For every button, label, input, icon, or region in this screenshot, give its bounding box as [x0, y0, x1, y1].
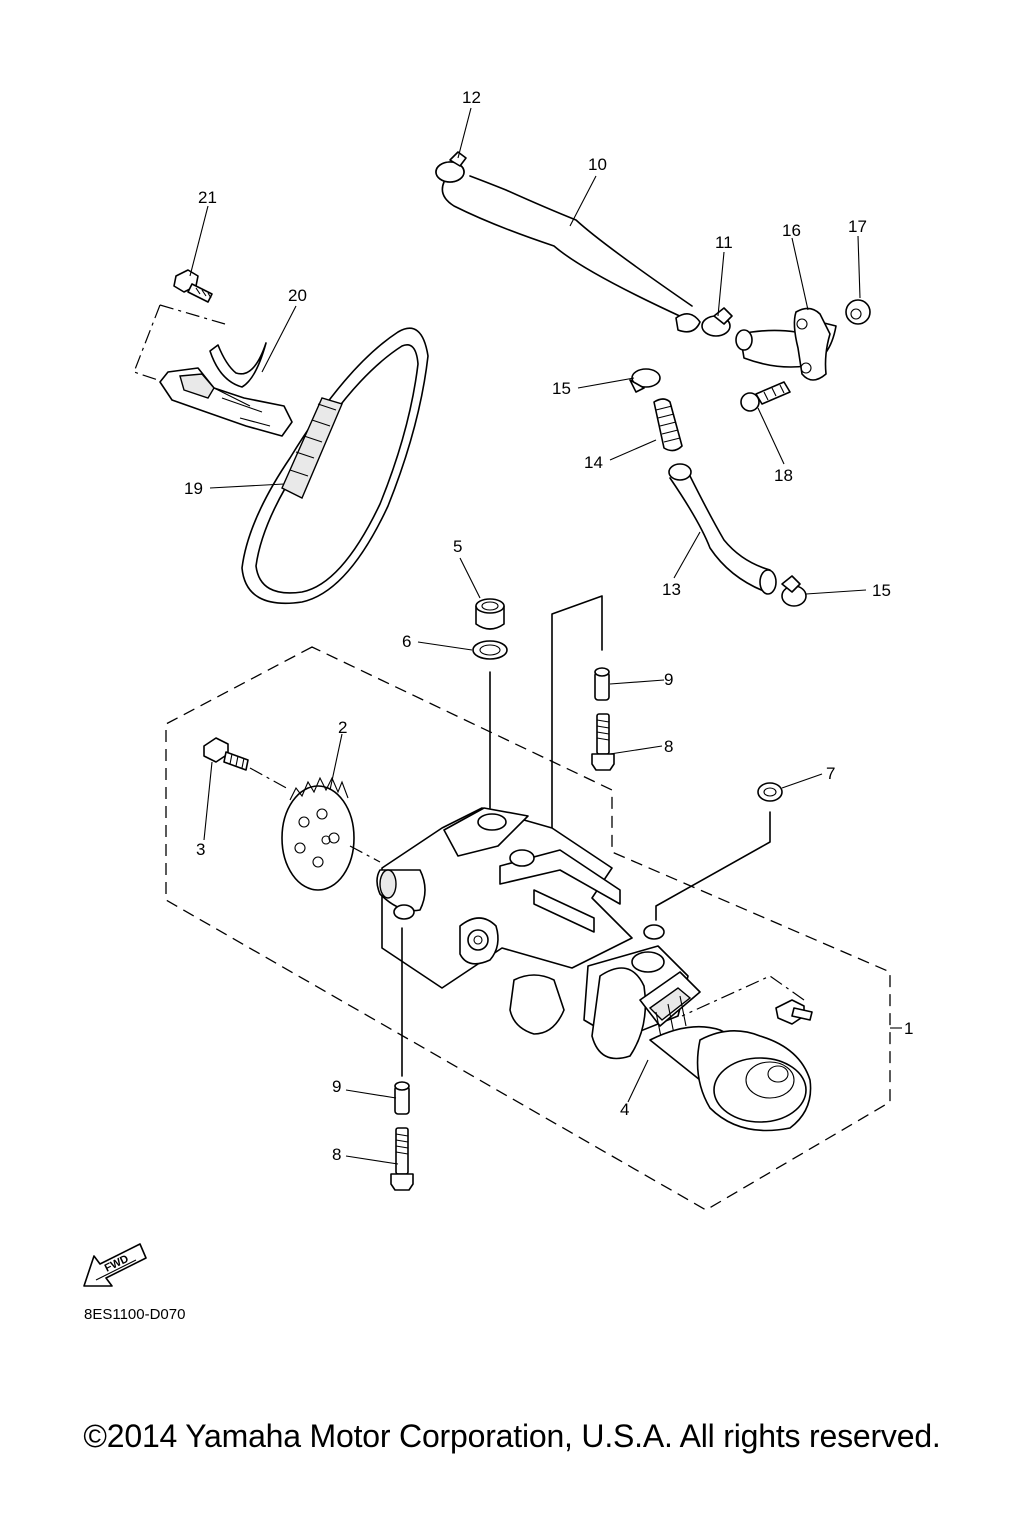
hose-clamp-15-upper: [629, 368, 661, 393]
callout-18: 18: [774, 466, 793, 485]
callout-6: 6: [402, 632, 411, 651]
hose-clamp-15-lower: [781, 575, 807, 607]
bushing-5: [475, 598, 505, 630]
callout-7: 7: [826, 764, 835, 783]
oil-strainer: [649, 1025, 812, 1132]
callout-9b: 9: [332, 1077, 341, 1096]
gasket-17: [845, 299, 871, 325]
callout-17: 17: [848, 217, 867, 236]
chain-guide: [159, 342, 293, 437]
chain-guide-bolt-21: [173, 269, 213, 303]
callout-8b: 8: [332, 1145, 341, 1164]
hose-clamp-12: [435, 151, 467, 183]
callout-19: 19: [184, 479, 203, 498]
oil-hose-upper: [435, 161, 701, 333]
oil-union-pipe-16: [735, 307, 837, 381]
oil-pump-assembly: [376, 807, 701, 1060]
callout-16: 16: [782, 221, 801, 240]
callout-1: 1: [904, 1019, 913, 1038]
callout-8a: 8: [664, 737, 673, 756]
callout-5: 5: [453, 537, 462, 556]
callout-11: 11: [715, 233, 733, 252]
union-bolt-18: [740, 381, 791, 412]
dowel-pin-9-upper: [594, 667, 610, 701]
oil-hose-lower-13: [668, 463, 777, 595]
copyright-notice: ©2014 Yamaha Motor Corporation, U.S.A. A…: [83, 1418, 941, 1454]
spring-14: [653, 398, 683, 452]
callout-15a: 15: [552, 379, 571, 398]
oil-pump-drive-sprocket: [281, 776, 355, 891]
callout-4: 4: [620, 1100, 629, 1119]
oil-pump-drive-chain: [241, 327, 429, 604]
callout-21: 21: [198, 188, 217, 207]
callout-12: 12: [462, 88, 481, 107]
callout-14: 14: [584, 453, 603, 472]
o-ring-7: [757, 782, 783, 802]
leader-lines: [189, 107, 867, 1165]
o-ring-6: [472, 640, 508, 660]
strainer-bolt: [775, 999, 813, 1025]
callout-2: 2: [338, 718, 347, 737]
callout-15b: 15: [872, 581, 891, 600]
sprocket-bolt-3: [203, 737, 249, 771]
forward-direction-arrow-icon: FWD: [83, 1243, 147, 1287]
callout-3: 3: [196, 840, 205, 859]
hose-clamp-11: [701, 307, 733, 337]
dowel-pin-9-lower: [394, 1081, 410, 1115]
callout-20: 20: [288, 286, 307, 305]
bolt-8-lower: [390, 1127, 414, 1191]
drawing-code: 8ES1100-D070: [84, 1306, 186, 1323]
callout-10: 10: [588, 155, 607, 174]
callout-13: 13: [662, 580, 681, 599]
callout-9a: 9: [664, 670, 673, 689]
bolt-8-upper: [591, 713, 615, 771]
